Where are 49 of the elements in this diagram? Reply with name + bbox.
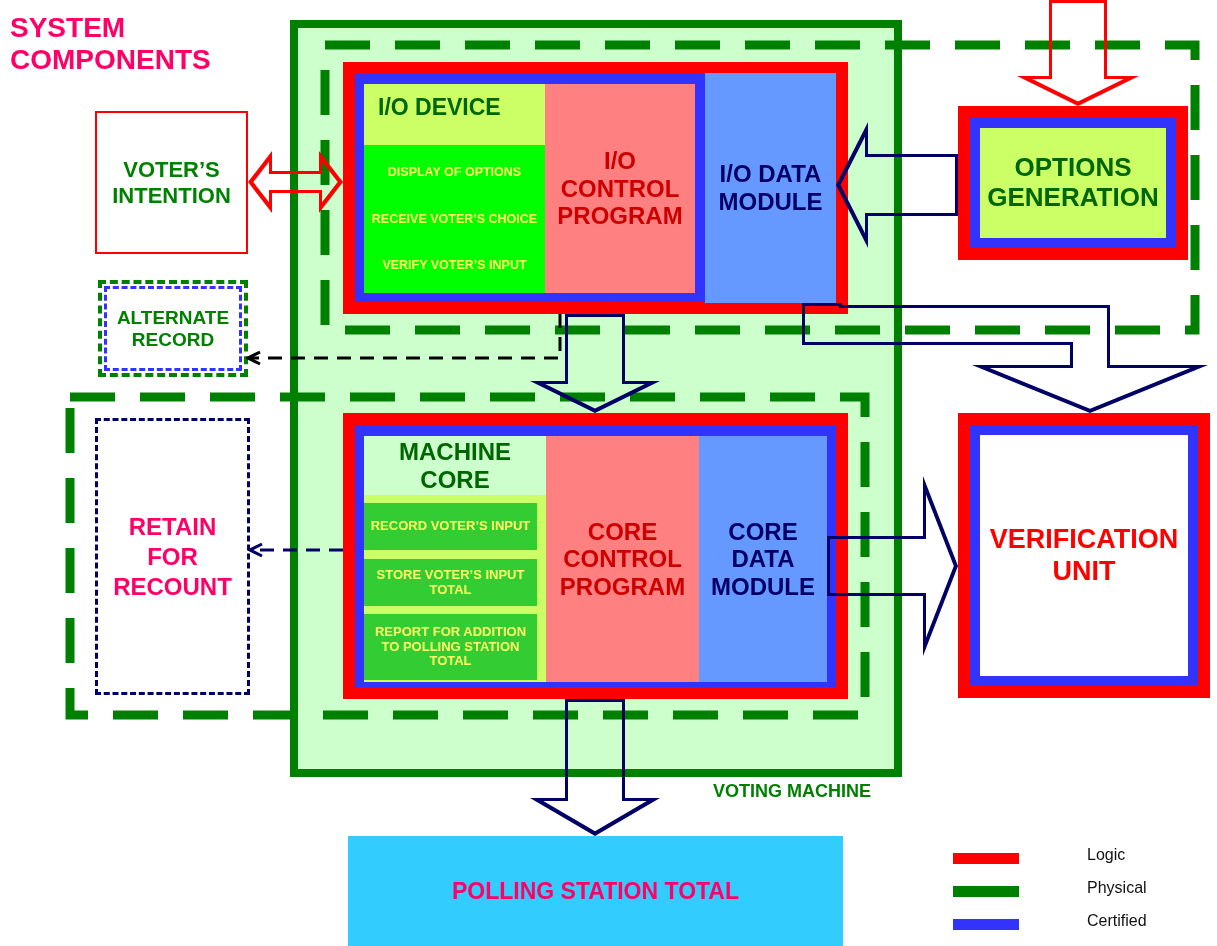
module-frame (343, 62, 848, 314)
legend-label: Logic (1087, 846, 1126, 864)
caption-text: VOTING MACHINE (713, 781, 871, 802)
box-label: VERIFICATION UNIT (988, 524, 1180, 587)
voter-intention-box (95, 111, 248, 254)
block-arrow (530, 699, 660, 836)
block-arrow (530, 314, 660, 413)
io-device-panel (364, 84, 545, 293)
function-text: RECEIVE VOTER’S CHOICE (370, 211, 539, 227)
box-label: CORE DATA MODULE (710, 517, 816, 601)
box-label: I/O DATA MODULE (717, 160, 824, 216)
box-label: OPTIONS GENERATION (986, 153, 1160, 213)
box-label: RECORD VOTER’S INPUT (369, 519, 532, 534)
box-label: CORE CONTROL PROGRAM (558, 517, 687, 601)
module-frame (343, 413, 848, 699)
box-label: ALTERNATE RECORD (115, 306, 231, 351)
retain-box (95, 418, 250, 695)
data-module-box (705, 73, 836, 303)
box-label: STORE VOTER’S INPUT TOTAL (375, 567, 526, 598)
legend-label: Physical (1087, 879, 1147, 897)
control-program-box (545, 84, 695, 293)
block-arrow (248, 151, 343, 213)
panel-heading: I/O DEVICE (378, 94, 501, 121)
machine-core-panel (364, 436, 546, 682)
box-label: POLLING STATION TOTAL (450, 877, 741, 905)
task-box (364, 559, 537, 606)
box-label: REPORT FOR ADDITION TO POLLING STATION TOTAL (373, 624, 528, 670)
block-arrow (836, 122, 958, 248)
dashed-arrow (248, 542, 343, 558)
task-box (364, 503, 537, 550)
dashed-arrow (246, 314, 562, 366)
block-arrow (1017, 0, 1139, 106)
task-box (364, 614, 537, 680)
data-module-box (699, 436, 827, 682)
function-text: VERIFY VOTER’S INPUT (381, 258, 528, 273)
block-arrow (827, 476, 958, 656)
diagram-title: SYSTEM COMPONENTS (10, 12, 212, 77)
box-label: VOTER’S INTENTION (111, 157, 232, 208)
alternate-record-box (98, 280, 248, 377)
polling-total-box (348, 836, 843, 946)
box-label: RETAIN FOR RECOUNT (112, 511, 233, 602)
control-program-box (546, 436, 699, 682)
verification-unit-box (958, 413, 1210, 698)
function-text: DISPLAY OF OPTIONS (386, 165, 523, 180)
panel-heading: MACHINE CORE (398, 437, 512, 494)
block-arrow (802, 303, 1208, 413)
options-generation-box (958, 106, 1188, 260)
legend-label: Certified (1087, 912, 1147, 930)
box-label: I/O CONTROL PROGRAM (556, 147, 684, 230)
